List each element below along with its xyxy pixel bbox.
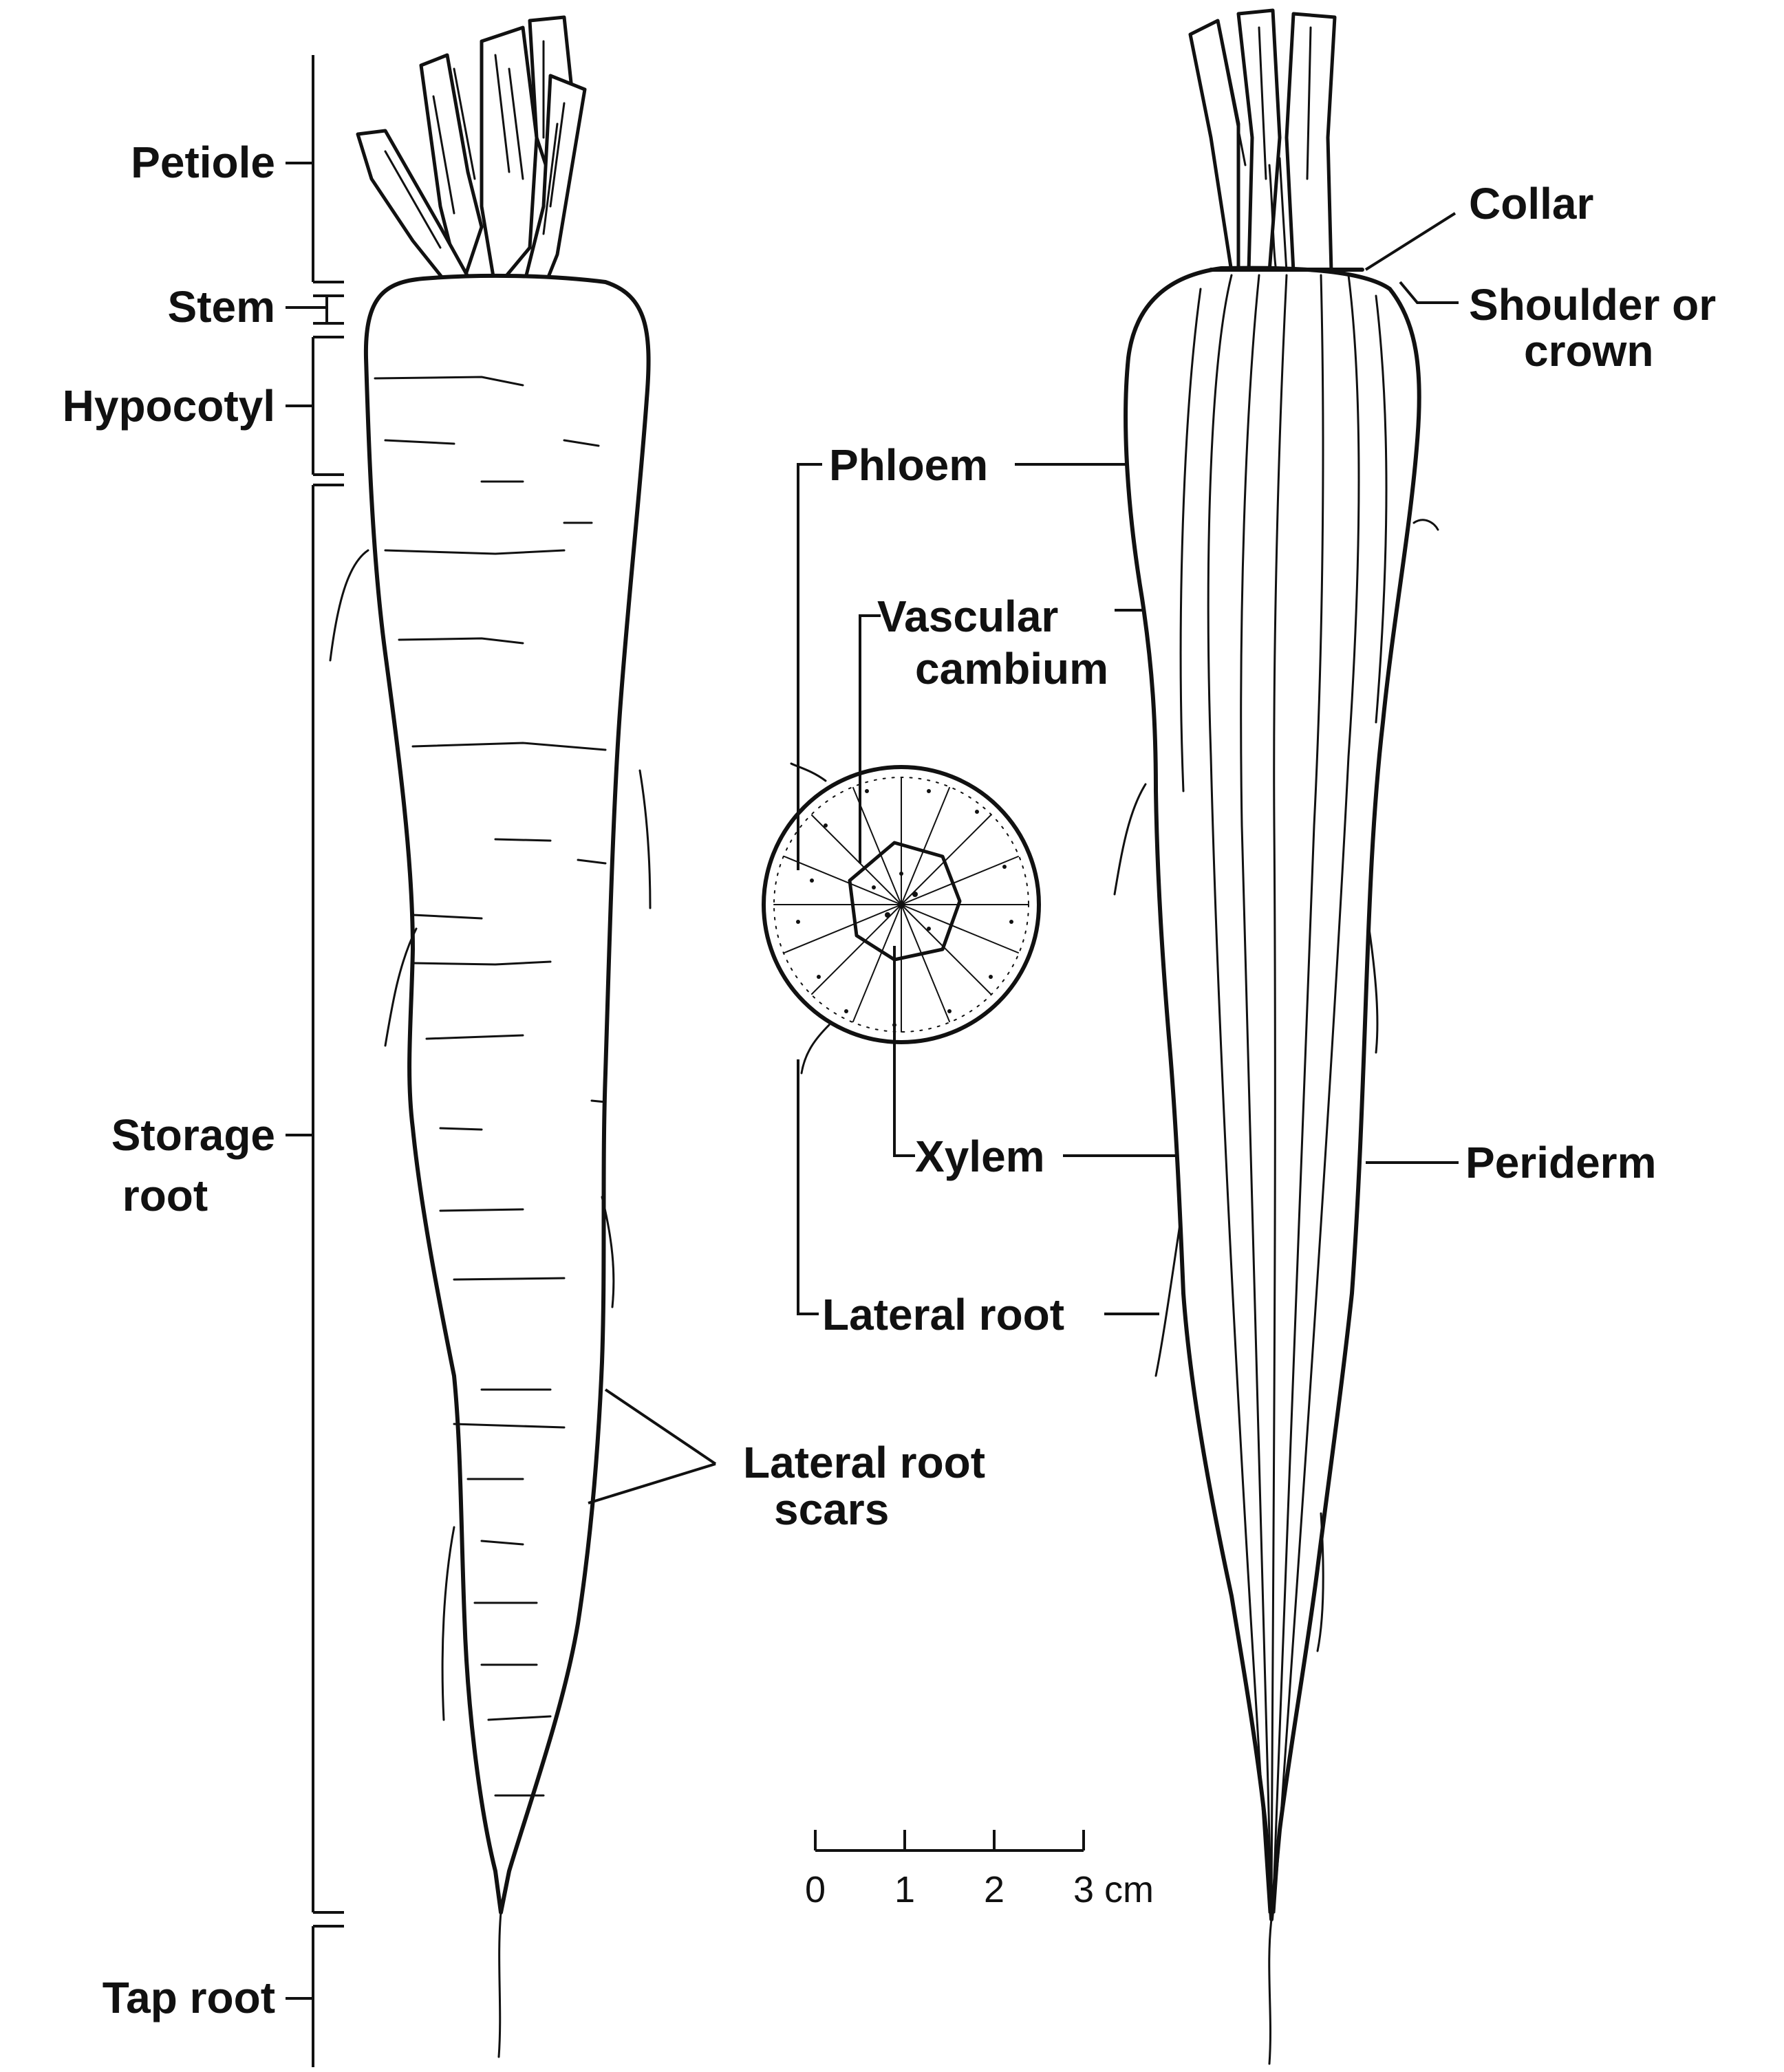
label-storage-root-line2: root xyxy=(122,1171,208,1220)
label-periderm: Periderm xyxy=(1465,1138,1656,1187)
label-petiole: Petiole xyxy=(131,138,275,187)
label-storage-root-line1: Storage xyxy=(111,1110,275,1160)
label-xylem: Xylem xyxy=(915,1132,1045,1181)
label-vascular-cambium-line1: Vascular xyxy=(877,592,1058,641)
scale-tick-2: 2 xyxy=(984,1869,1004,1910)
left-petioles xyxy=(356,15,587,294)
scale-unit: cm xyxy=(1104,1869,1154,1910)
label-lateral-root: Lateral root xyxy=(822,1290,1064,1339)
scale-bar xyxy=(814,1830,1085,1852)
left-carrot-root-outline xyxy=(363,273,651,1914)
label-vascular-cambium-line2: cambium xyxy=(915,644,1108,693)
label-collar: Collar xyxy=(1469,179,1593,228)
label-stem: Stem xyxy=(168,282,276,332)
label-lateral-root-scars-line2: scars xyxy=(774,1485,889,1534)
label-phloem: Phloem xyxy=(829,440,988,490)
left-carrot-illustration xyxy=(329,15,652,2058)
cross-section-xylem-core xyxy=(848,841,962,962)
scale-tick-1: 1 xyxy=(894,1869,915,1910)
right-leaders xyxy=(1364,212,1459,1164)
left-region-bracket xyxy=(286,55,344,2067)
scale-tick-0: 0 xyxy=(805,1869,826,1910)
left-carrot-lateral-roots xyxy=(329,549,652,2058)
right-carrot-lateral-roots xyxy=(1113,519,1439,2065)
label-shoulder-line1: Shoulder or xyxy=(1469,280,1716,330)
right-petioles xyxy=(1188,8,1337,274)
right-carrot-illustration xyxy=(1113,8,1439,2065)
left-carrot-surface-marks xyxy=(374,376,607,1797)
cross-section-illustration xyxy=(762,762,1041,1075)
label-hypocotyl: Hypocotyl xyxy=(63,381,275,431)
label-lateral-root-scars-line1: Lateral root xyxy=(743,1438,985,1487)
label-shoulder-line2: crown xyxy=(1524,326,1653,376)
label-tap-root: Tap root xyxy=(103,1973,275,2022)
scale-tick-3: 3 xyxy=(1073,1869,1094,1910)
